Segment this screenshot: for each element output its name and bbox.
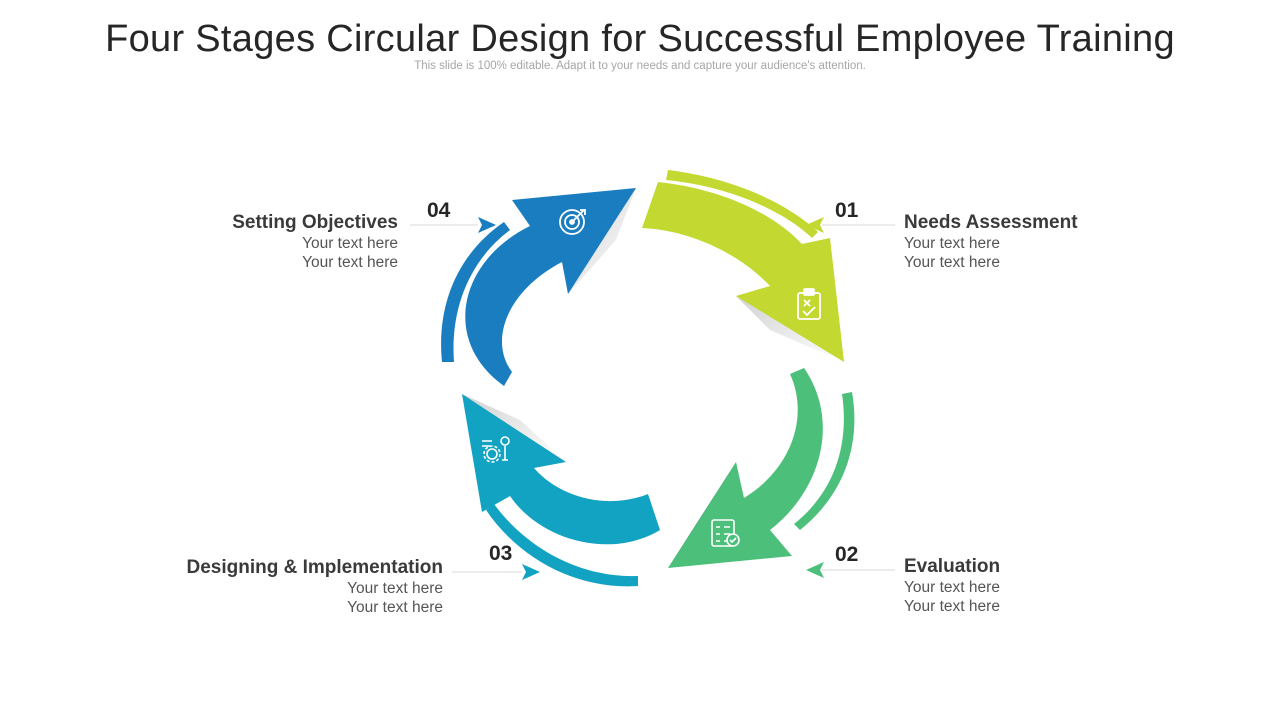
stage-4-label: Setting Objectives Your text here Your t… xyxy=(100,212,398,272)
stage-2-text-1: Your text here xyxy=(904,579,1000,596)
stage-1-name: Needs Assessment xyxy=(904,212,1078,233)
target-icon xyxy=(559,209,586,235)
stage-number-02: 02 xyxy=(835,543,859,566)
connector-4 xyxy=(410,217,496,233)
checklist-search-icon xyxy=(711,519,740,547)
connector-3 xyxy=(452,564,540,580)
stage-1-label: Needs Assessment Your text here Your tex… xyxy=(904,212,1204,272)
connector-2 xyxy=(806,562,895,578)
stage-3-arrow xyxy=(462,394,660,587)
stage-number-01: 01 xyxy=(835,199,859,222)
connector-1 xyxy=(806,217,895,233)
stage-3-text-1: Your text here xyxy=(347,580,443,597)
stage-3-text-2: Your text here xyxy=(347,599,443,616)
stage-4-arrow xyxy=(441,188,636,386)
stage-2-text-2: Your text here xyxy=(904,598,1000,615)
stage-2-name: Evaluation xyxy=(904,556,1001,577)
stage-1-text-2: Your text here xyxy=(904,254,1000,271)
stage-number-03: 03 xyxy=(489,542,513,565)
stage-1-arrow xyxy=(642,170,844,362)
stage-number-04: 04 xyxy=(427,199,451,222)
stage-2-arrow xyxy=(668,368,855,568)
stage-1-text-1: Your text here xyxy=(904,235,1000,252)
stage-2-label: Evaluation Your text here Your text here xyxy=(904,556,1204,616)
gear-idea-icon xyxy=(482,436,510,463)
page-title: Four Stages Circular Design for Successf… xyxy=(105,18,1175,60)
stage-3-label: Designing & Implementation Your text her… xyxy=(100,557,443,617)
stage-4-text-2: Your text here xyxy=(302,254,398,271)
clipboard-check-icon xyxy=(797,288,821,320)
page-subtitle: This slide is 100% editable. Adapt it to… xyxy=(414,60,866,72)
stage-4-text-1: Your text here xyxy=(302,235,398,252)
stage-3-name: Designing & Implementation xyxy=(186,557,443,578)
stage-4-name: Setting Objectives xyxy=(232,212,398,233)
